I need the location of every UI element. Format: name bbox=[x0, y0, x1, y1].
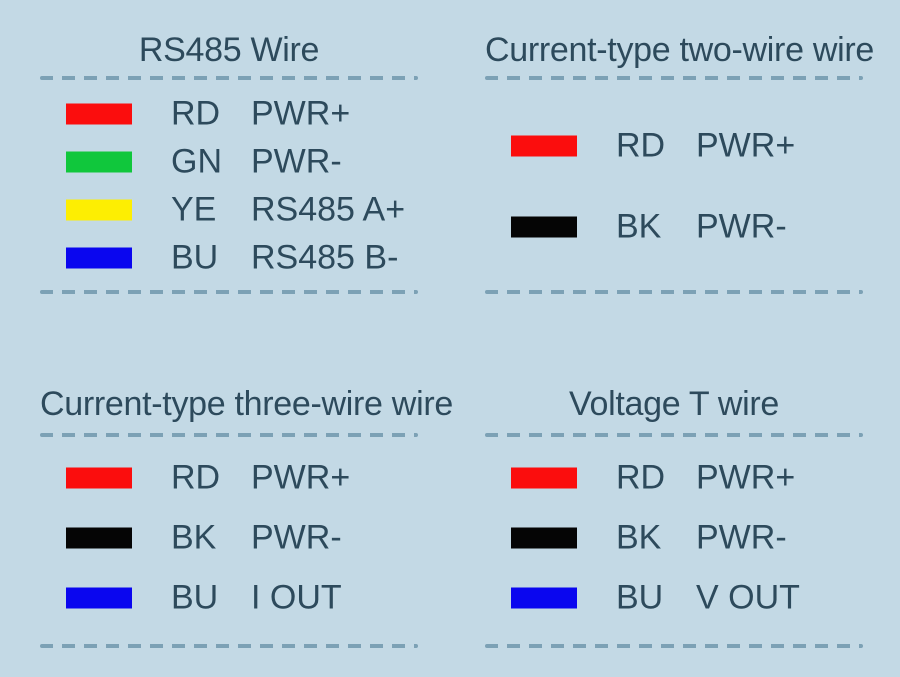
wire-color-swatch-yellow bbox=[66, 199, 132, 221]
section-current-two-wire: Current-type two-wire wire RD PWR+ BK PW… bbox=[485, 28, 874, 298]
dashed-divider-bottom bbox=[40, 644, 418, 648]
wire-color-swatch-black bbox=[511, 527, 577, 549]
wire-signal: PWR+ bbox=[696, 126, 796, 164]
wire-signal: PWR+ bbox=[251, 458, 351, 497]
wire-abbr: YE bbox=[171, 190, 217, 229]
wire-row: BK PWR- bbox=[485, 186, 863, 267]
wire-row: BK PWR- bbox=[485, 508, 863, 568]
wire-abbr: BK bbox=[616, 518, 662, 557]
wire-row: BU RS485 B- bbox=[40, 234, 418, 282]
wire-signal: PWR- bbox=[696, 207, 787, 245]
wire-rows: RD PWR+ BK PWR- BU I OUT bbox=[40, 448, 418, 628]
dashed-divider-top bbox=[485, 433, 863, 437]
section-current-three-wire: Current-type three-wire wire RD PWR+ BK … bbox=[40, 382, 453, 652]
section-voltage-t-wire: Voltage T wire RD PWR+ BK PWR- BU V OUT bbox=[485, 382, 863, 652]
wire-abbr: BU bbox=[171, 238, 219, 277]
wire-row: BU I OUT bbox=[40, 568, 418, 628]
wire-signal: V OUT bbox=[696, 578, 800, 617]
wire-color-swatch-black bbox=[66, 527, 132, 549]
wire-color-swatch-blue bbox=[66, 247, 132, 269]
wire-row: RD PWR+ bbox=[40, 448, 418, 508]
wire-rows: RD PWR+ BK PWR- bbox=[485, 105, 863, 267]
wire-abbr: RD bbox=[616, 126, 666, 164]
wire-signal: PWR- bbox=[696, 518, 787, 557]
wire-signal: PWR+ bbox=[251, 94, 351, 133]
wire-abbr: RD bbox=[171, 94, 221, 133]
wire-color-swatch-red bbox=[511, 135, 577, 156]
section-title: Current-type three-wire wire bbox=[40, 385, 453, 423]
wire-abbr: BK bbox=[171, 518, 217, 557]
wire-abbr: RD bbox=[171, 458, 221, 497]
dashed-divider-top bbox=[40, 76, 418, 80]
dashed-divider-bottom bbox=[485, 290, 863, 294]
wire-signal: PWR+ bbox=[696, 458, 796, 497]
wire-row: RD PWR+ bbox=[485, 448, 863, 508]
dashed-divider-top bbox=[485, 76, 863, 80]
wire-row: RD PWR+ bbox=[40, 90, 418, 138]
section-rs485-wire: RS485 Wire RD PWR+ GN PWR- YE RS485 A+ B… bbox=[40, 28, 418, 298]
wire-abbr: GN bbox=[171, 142, 222, 181]
dashed-divider-top bbox=[40, 433, 418, 437]
wire-row: YE RS485 A+ bbox=[40, 186, 418, 234]
wire-row: RD PWR+ bbox=[485, 105, 863, 186]
wire-color-swatch-blue bbox=[66, 587, 132, 609]
wire-signal: RS485 B- bbox=[251, 238, 399, 277]
wire-signal: RS485 A+ bbox=[251, 190, 406, 229]
wire-color-swatch-black bbox=[511, 216, 577, 237]
wire-color-swatch-red bbox=[66, 467, 132, 489]
dashed-divider-bottom bbox=[485, 644, 863, 648]
section-title: Current-type two-wire wire bbox=[485, 31, 874, 69]
wire-abbr: BK bbox=[616, 207, 662, 245]
wire-abbr: BU bbox=[171, 578, 219, 617]
wire-color-swatch-blue bbox=[511, 587, 577, 609]
section-title: RS485 Wire bbox=[138, 31, 320, 69]
wire-rows: RD PWR+ GN PWR- YE RS485 A+ BU RS485 B- bbox=[40, 90, 418, 282]
wire-abbr: BU bbox=[616, 578, 664, 617]
section-title: Voltage T wire bbox=[568, 385, 779, 423]
wire-signal: I OUT bbox=[251, 578, 342, 617]
wire-signal: PWR- bbox=[251, 518, 342, 557]
wire-row: GN PWR- bbox=[40, 138, 418, 186]
wire-row: BU V OUT bbox=[485, 568, 863, 628]
wire-abbr: RD bbox=[616, 458, 666, 497]
wire-color-swatch-green bbox=[66, 151, 132, 173]
wire-signal: PWR- bbox=[251, 142, 342, 181]
wire-row: BK PWR- bbox=[40, 508, 418, 568]
dashed-divider-bottom bbox=[40, 290, 418, 294]
wire-color-swatch-red bbox=[511, 467, 577, 489]
wire-rows: RD PWR+ BK PWR- BU V OUT bbox=[485, 448, 863, 628]
wire-color-swatch-red bbox=[66, 103, 132, 125]
